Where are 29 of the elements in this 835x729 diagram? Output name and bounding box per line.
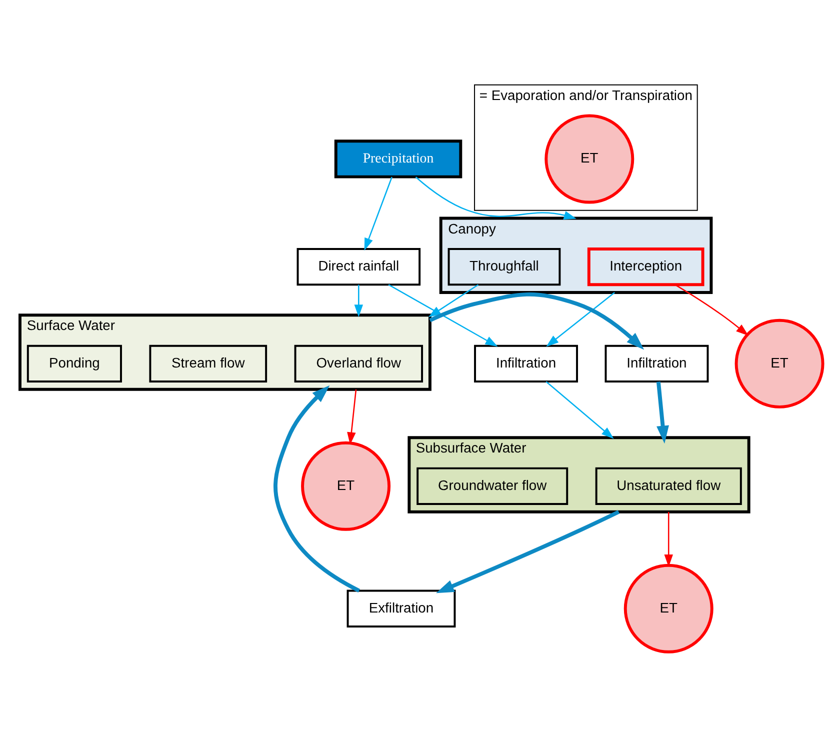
node-box: Direct rainfall [296,248,421,286]
node-box: Overland flow [294,344,424,382]
node-box: Infiltration [474,344,578,382]
arrow [388,284,498,347]
node-box: Ponding [26,344,122,382]
arrow [354,284,364,318]
arrow [364,176,392,251]
arrow [656,381,669,444]
node-box: Stream flow [149,344,268,382]
node-box: Throughfall [448,248,561,286]
arrow [415,176,576,220]
arrow [664,512,673,567]
arrow [436,510,620,594]
node-box: Unsaturated flow [595,467,742,505]
arrow [274,385,360,592]
node-box: Infiltration [604,344,709,382]
node-box: Groundwater flow [416,467,568,505]
arrow [546,381,614,439]
node-circle: ET [624,564,714,654]
node-box: Exfiltration [346,590,456,628]
arrow [428,284,479,318]
arrow [674,284,749,336]
arrow [347,389,357,445]
arrow [546,292,615,347]
node-circle: ET [301,441,391,531]
node-circle: ET [544,114,634,204]
node-box: Precipitation [334,140,462,178]
node-box: Interception [587,247,704,286]
arrow [429,292,644,350]
